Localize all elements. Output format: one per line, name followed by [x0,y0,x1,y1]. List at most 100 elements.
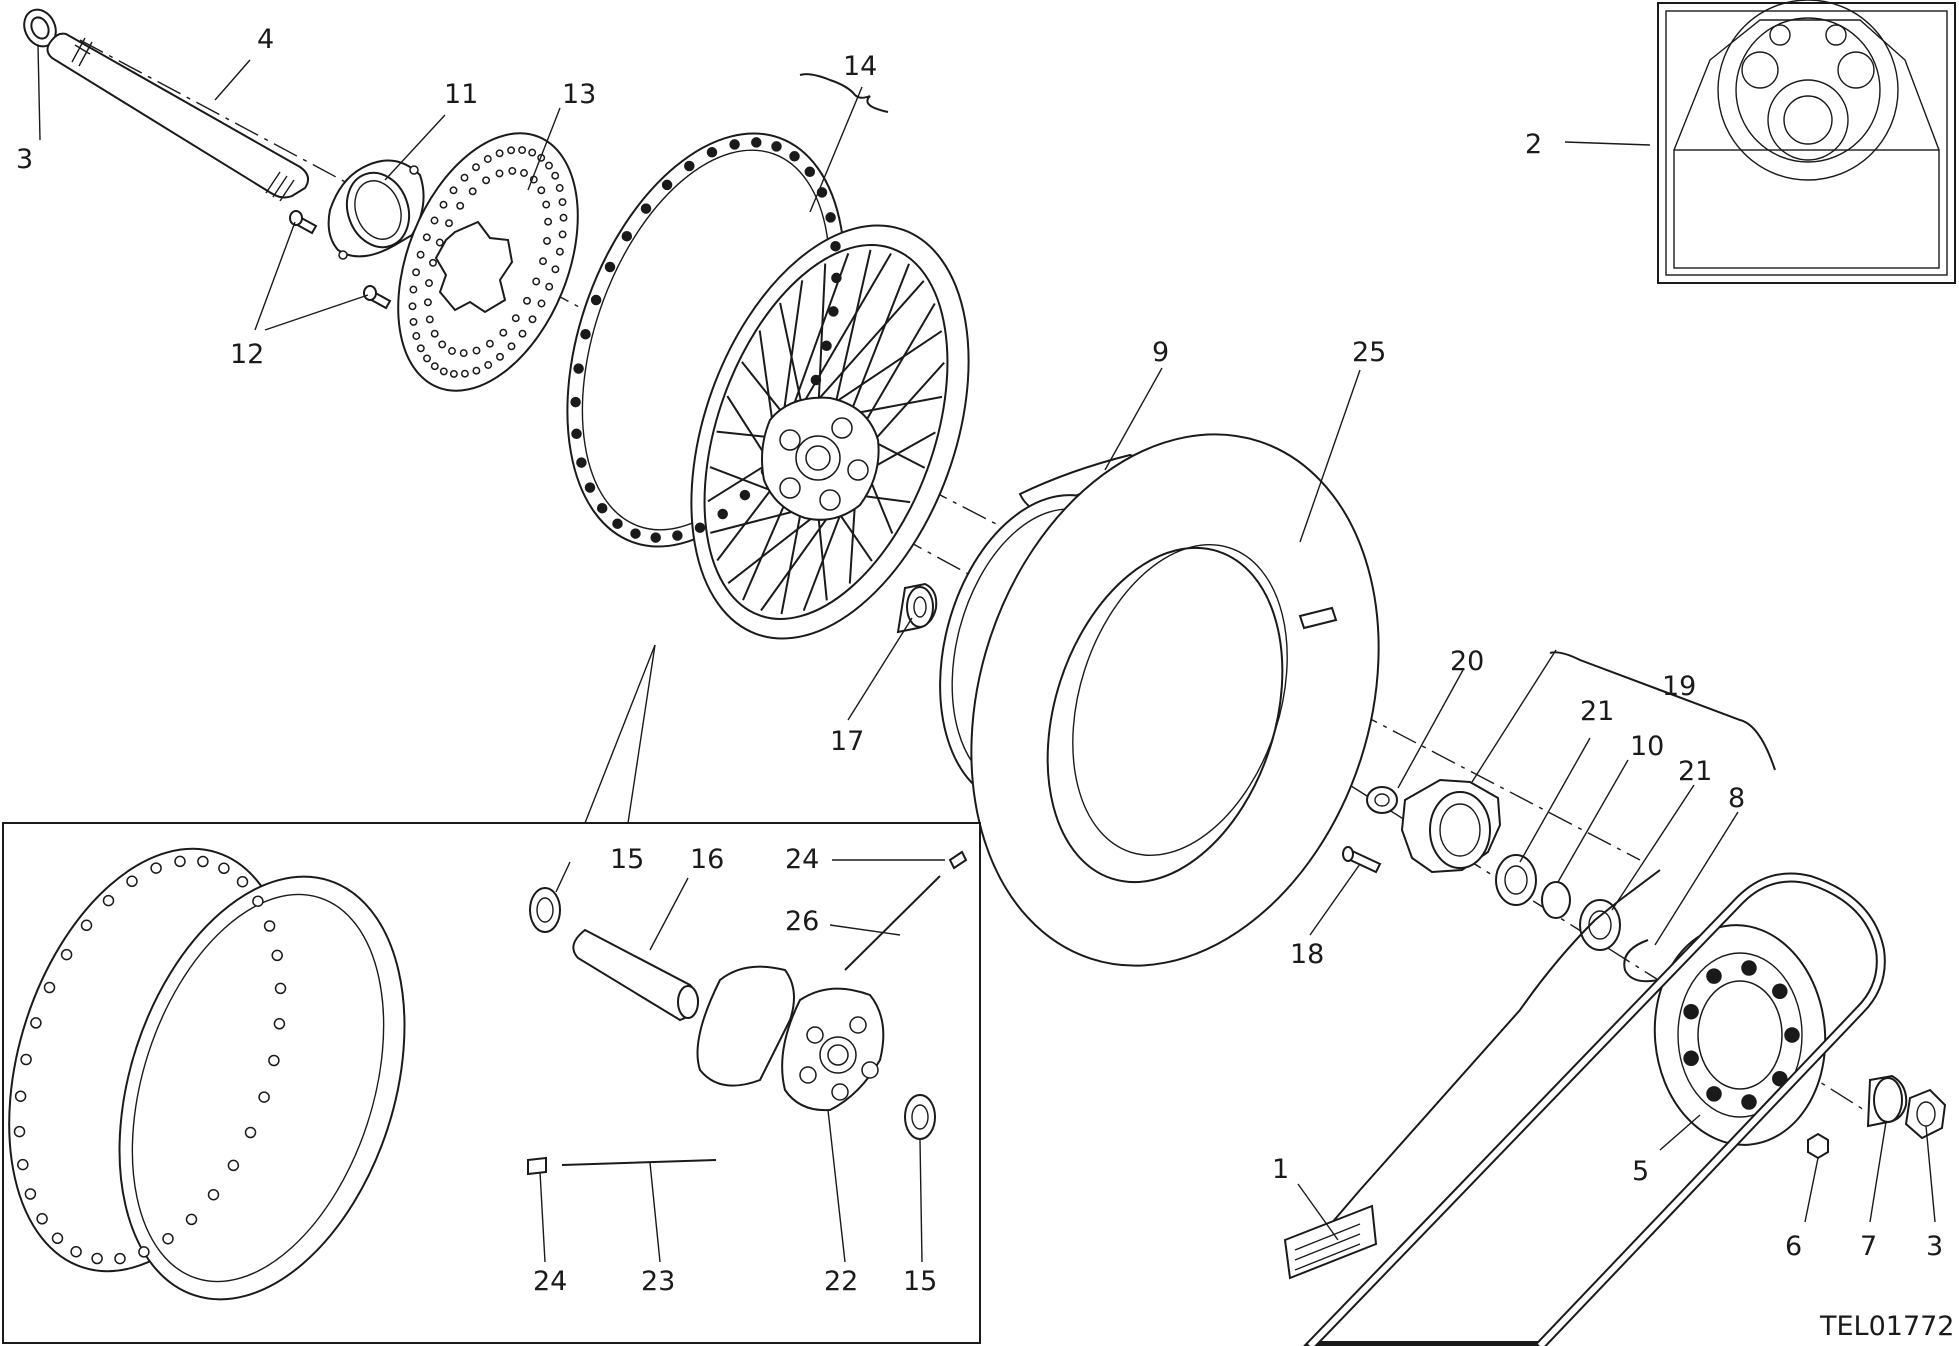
hole [412,332,421,340]
part-13-brake-disc [397,132,579,392]
hole [174,855,186,868]
hole [150,862,162,874]
part-2-decal-panel [1657,0,1956,284]
hole [532,277,541,286]
part-17-spacer [896,582,938,634]
part-6-nut [1807,1132,1829,1160]
hole [507,342,516,351]
hole [207,1188,220,1201]
callout-10: 10 [1630,731,1664,762]
hole [751,137,762,148]
hole [1772,1070,1788,1087]
hole [138,1246,150,1258]
callout-23: 23 [641,1266,675,1297]
hole [1683,1003,1699,1020]
hole [252,895,264,907]
hole [80,919,93,932]
hole [60,948,73,961]
hole [573,363,584,374]
drive-chain [1299,869,1886,1346]
callout-25: 25 [1352,337,1386,368]
hole [739,489,751,501]
hole [472,163,480,172]
hole [445,219,453,228]
hole [114,1252,126,1265]
hole [495,169,504,178]
hole [412,268,421,277]
callout-9: 9 [1152,337,1169,368]
hole [545,282,554,291]
hole [162,1232,174,1245]
hole [612,518,623,529]
hole [438,340,447,349]
hole [555,184,564,192]
hole [482,176,491,185]
hole [537,299,546,308]
part-18-stud [1342,846,1382,874]
hole [423,354,431,363]
callout-15: 15 [903,1266,937,1297]
hole [244,1126,257,1139]
hole [717,508,728,520]
hole [804,166,816,178]
hole [580,328,591,340]
spoke [854,302,936,440]
spoke [832,249,872,413]
hole [821,340,832,352]
part-19-sprocket-carrier [1400,778,1659,983]
hole [1741,960,1757,976]
hole [694,522,706,533]
callout-26: 26 [785,906,819,937]
hole [456,201,465,210]
hole [1784,1027,1800,1043]
callout-5: 5 [1632,1156,1649,1187]
hole [102,894,115,907]
hole [236,875,249,888]
hole [508,166,517,175]
detail-inset-panel [2,644,981,1344]
hole [771,141,782,152]
hole [425,279,433,288]
hole [523,296,531,305]
hole [24,1188,37,1200]
hole [537,186,546,195]
hole [507,146,516,155]
hole [672,530,683,541]
hole [590,294,602,306]
part-25-tyre [970,433,1380,967]
hole [36,1213,48,1225]
callout-19: 19 [1662,671,1696,702]
hole [559,213,568,222]
hole [484,361,493,369]
hole [258,1091,270,1103]
part-7-spacer [1866,1074,1908,1128]
hole [1772,983,1788,1000]
callout-16: 16 [690,844,724,875]
hole [485,339,494,348]
hole [1741,1094,1757,1110]
part-14-spoked-wheel [566,132,970,640]
hole [789,151,800,162]
hole [439,367,448,376]
hole [621,230,633,242]
callout-21: 21 [1580,696,1614,727]
part-4-axle [46,32,310,202]
hole [555,247,564,256]
hole [423,298,432,307]
hole [460,173,469,182]
hole [459,349,468,358]
callout-2: 2 [1525,129,1542,160]
hole [430,362,439,371]
callout-18: 18 [1290,939,1324,970]
callout-21: 21 [1678,756,1712,787]
callout-13: 13 [562,79,596,110]
hole [13,1125,26,1138]
hole [495,149,504,158]
hole [425,315,434,324]
hole [126,875,138,888]
hole [274,982,287,995]
leader-lines [37,44,1936,1263]
hole [408,302,417,311]
hole [460,369,469,378]
